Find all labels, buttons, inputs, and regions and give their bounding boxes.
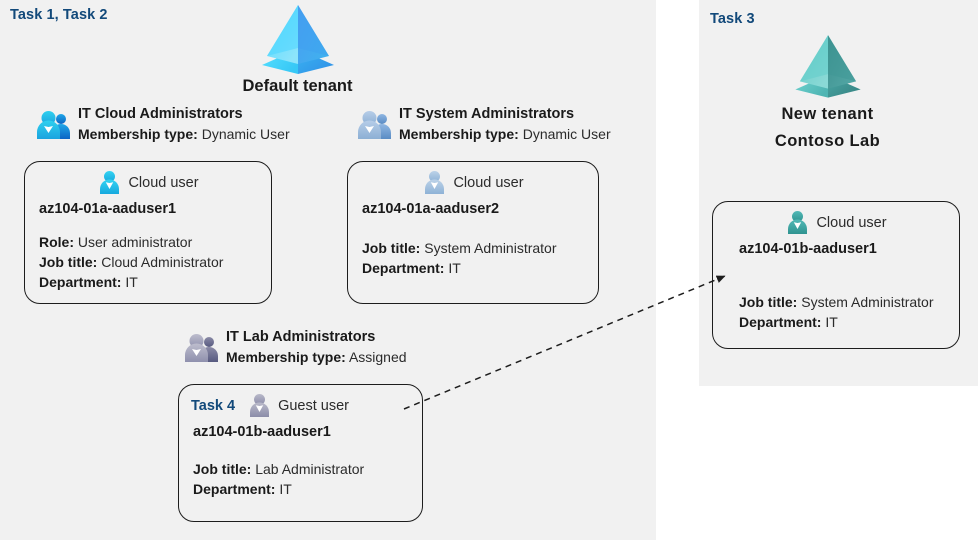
group-it-cloud-administrators: IT Cloud Administrators Membership type:… bbox=[36, 104, 290, 144]
property-label: Job title: bbox=[362, 240, 421, 256]
card-header: Task 4 Guest user bbox=[179, 385, 422, 418]
user-properties: Job title: System Administrator Departme… bbox=[348, 239, 598, 279]
property-value: System Administrator bbox=[801, 294, 934, 310]
user-card-guest-aaduser1: Task 4 Guest user az104-01b-aaduser1 Job… bbox=[178, 384, 423, 522]
user-kind: Guest user bbox=[278, 397, 349, 414]
group-users-icon bbox=[37, 111, 70, 139]
property-value: Cloud Administrator bbox=[101, 253, 224, 270]
user-kind: Cloud user bbox=[453, 174, 524, 191]
task-label-3: Task 3 bbox=[710, 11, 755, 27]
property-value: Lab Administrator bbox=[255, 461, 365, 477]
user-properties: Role: User administrator Job title: Clou… bbox=[25, 233, 271, 293]
property-value: User administrator bbox=[77, 234, 193, 250]
user-kind: Cloud user bbox=[128, 174, 199, 191]
default-tenant-block: Default tenant bbox=[205, 2, 390, 97]
property-label: Department: bbox=[362, 259, 445, 276]
property-job-title: Job title: Cloud Administrator bbox=[39, 253, 271, 273]
new-tenant-block: New tenant Contoso Lab bbox=[735, 32, 920, 153]
property-job-title: Job title: System Administrator bbox=[362, 239, 598, 259]
property-label: Job title: bbox=[193, 461, 252, 477]
property-label: Department: bbox=[39, 273, 122, 290]
property-value: System Administrator bbox=[424, 240, 557, 256]
group-membership: Membership type: Dynamic User bbox=[399, 125, 611, 145]
user-icon bbox=[100, 171, 120, 194]
user-card-aaduser2: Cloud user az104-01a-aaduser2 Job title:… bbox=[347, 161, 599, 304]
group-name: IT Cloud Administrators bbox=[78, 106, 243, 122]
property-value: IT bbox=[279, 480, 292, 497]
username: az104-01a-aaduser1 bbox=[39, 201, 177, 217]
membership-value: Dynamic User bbox=[201, 125, 290, 142]
property-label: Job title: bbox=[739, 294, 798, 310]
azure-ad-tenant-icon bbox=[794, 35, 861, 98]
card-header: Cloud user bbox=[25, 162, 271, 195]
user-icon bbox=[788, 211, 808, 234]
property-label: Role: bbox=[39, 234, 74, 250]
task-label-1-2: Task 1, Task 2 bbox=[10, 7, 108, 23]
membership-value: Dynamic User bbox=[522, 125, 611, 142]
user-kind: Cloud user bbox=[816, 214, 887, 231]
property-value: IT bbox=[125, 273, 138, 290]
membership-label: Membership type: bbox=[226, 348, 346, 365]
membership-label: Membership type: bbox=[399, 125, 519, 142]
group-text: IT System Administrators Membership type… bbox=[399, 104, 611, 144]
property-role: Role: User administrator bbox=[39, 233, 271, 253]
property-job-title: Job title: Lab Administrator bbox=[193, 460, 422, 480]
property-department: Department: IT bbox=[362, 259, 598, 279]
group-it-system-administrators: IT System Administrators Membership type… bbox=[357, 104, 611, 144]
property-department: Department: IT bbox=[39, 273, 271, 293]
card-header: Cloud user bbox=[348, 162, 598, 195]
guest-user-icon bbox=[250, 394, 270, 417]
group-it-lab-administrators: IT Lab Administrators Membership type: A… bbox=[184, 327, 407, 367]
group-users-icon bbox=[358, 111, 391, 139]
new-tenant-title-line1: New tenant bbox=[781, 105, 874, 123]
property-value: IT bbox=[448, 259, 461, 276]
username: az104-01b-aaduser1 bbox=[193, 424, 331, 440]
user-card-aaduser1: Cloud user az104-01a-aaduser1 Role: User… bbox=[24, 161, 272, 304]
property-label: Department: bbox=[739, 313, 822, 330]
property-department: Department: IT bbox=[193, 480, 422, 500]
azure-ad-tenant-icon bbox=[261, 5, 334, 74]
group-membership: Membership type: Dynamic User bbox=[78, 125, 290, 145]
default-tenant-title: Default tenant bbox=[242, 77, 353, 95]
property-value: IT bbox=[825, 313, 838, 330]
user-card-new-tenant-aaduser1: Cloud user az104-01b-aaduser1 Job title:… bbox=[712, 201, 960, 349]
group-text: IT Cloud Administrators Membership type:… bbox=[78, 104, 290, 144]
user-icon bbox=[425, 171, 445, 194]
group-name: IT Lab Administrators bbox=[226, 329, 376, 345]
user-properties: Job title: System Administrator Departme… bbox=[713, 293, 959, 333]
card-header: Cloud user bbox=[713, 202, 959, 235]
user-properties: Job title: Lab Administrator Department:… bbox=[179, 460, 422, 500]
group-users-icon bbox=[185, 334, 218, 362]
membership-label: Membership type: bbox=[78, 125, 198, 142]
username: az104-01b-aaduser1 bbox=[739, 241, 877, 257]
username: az104-01a-aaduser2 bbox=[362, 201, 500, 217]
property-job-title: Job title: System Administrator bbox=[739, 293, 959, 313]
property-label: Job title: bbox=[39, 253, 98, 270]
group-membership: Membership type: Assigned bbox=[226, 348, 407, 368]
membership-value: Assigned bbox=[348, 348, 407, 365]
group-text: IT Lab Administrators Membership type: A… bbox=[226, 327, 407, 367]
group-name: IT System Administrators bbox=[399, 106, 575, 122]
property-department: Department: IT bbox=[739, 313, 959, 333]
task-label-4: Task 4 bbox=[191, 397, 236, 414]
property-label: Department: bbox=[193, 480, 276, 497]
new-tenant-title-line2: Contoso Lab bbox=[774, 132, 881, 151]
